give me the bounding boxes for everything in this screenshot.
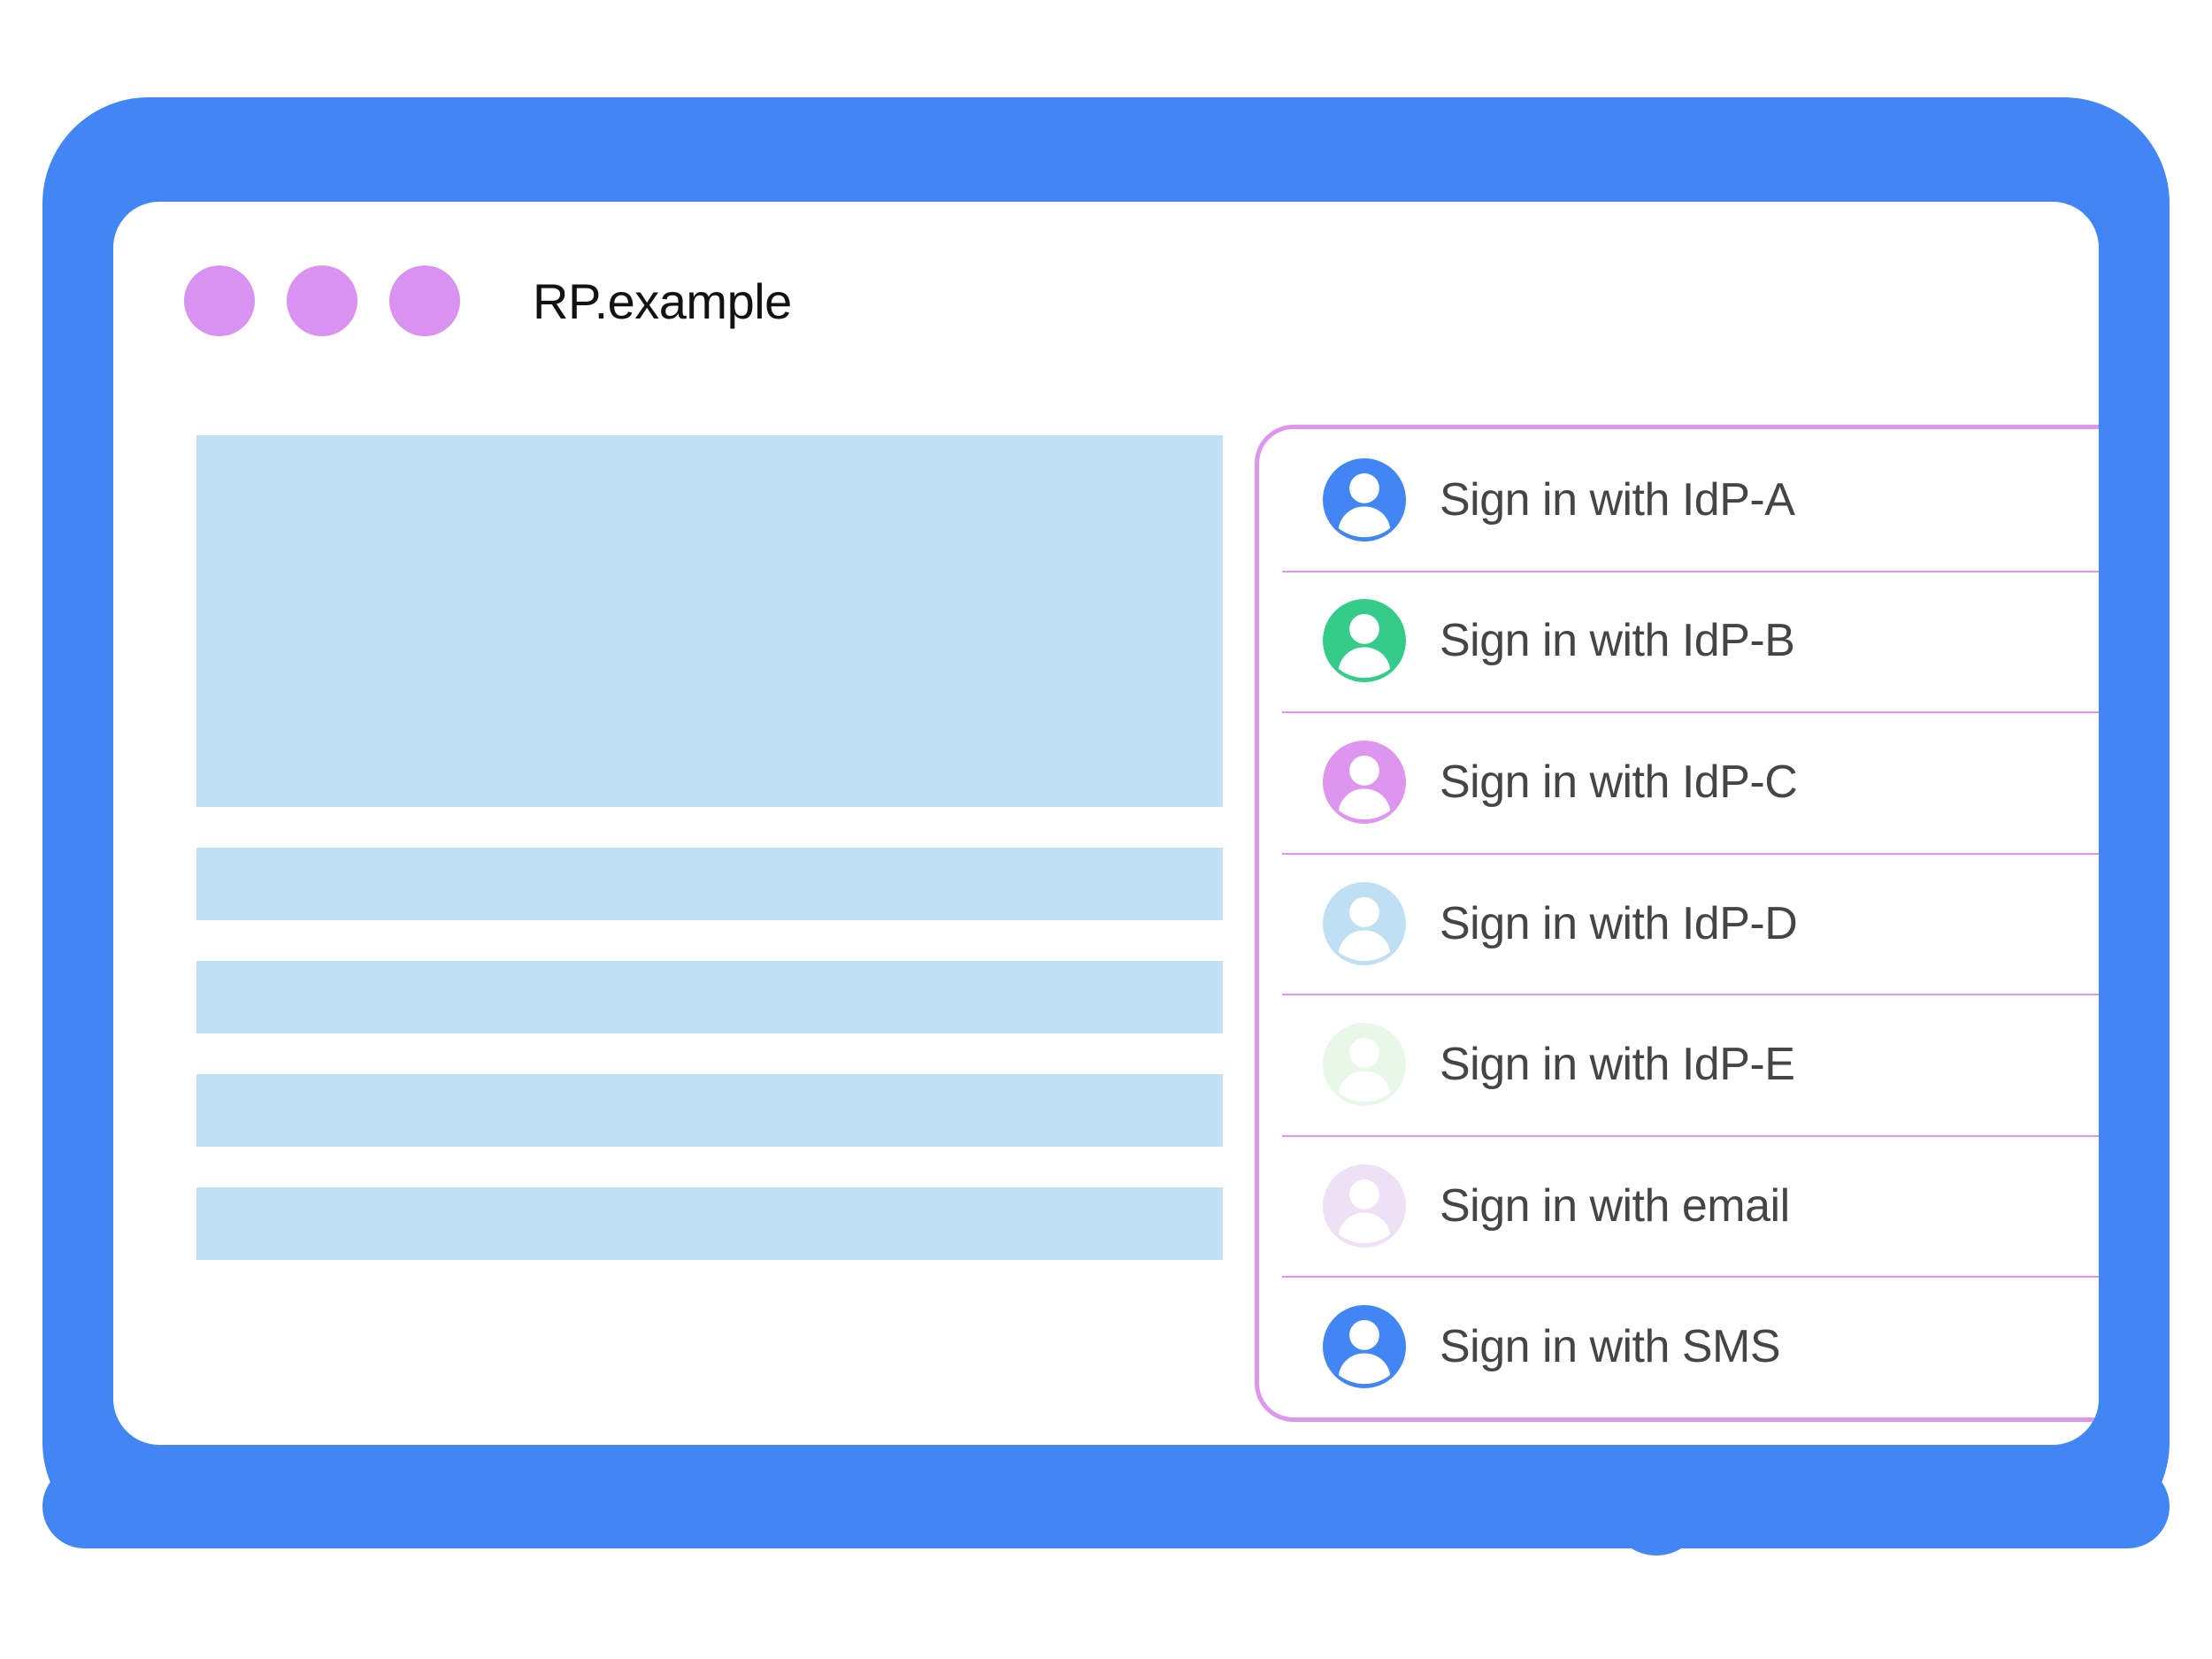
text-block-1 <box>196 848 1223 920</box>
signin-option-label: Sign in with IdP-C <box>1440 756 1798 808</box>
page-title: RP.example <box>533 273 792 329</box>
browser-titlebar: RP.example <box>184 265 792 336</box>
signin-option-label: Sign in with IdP-A <box>1440 473 1795 526</box>
text-block-4 <box>196 1187 1223 1260</box>
device-bottom-bar-left <box>42 1464 1586 1548</box>
signin-option-row[interactable]: Sign in with IdP-D <box>1259 852 2099 995</box>
text-block-2 <box>196 961 1223 1033</box>
signin-option-row[interactable]: Sign in with IdP-C <box>1259 711 2099 853</box>
signin-option-label: Sign in with IdP-E <box>1440 1039 1795 1091</box>
signin-option-label: Sign in with SMS <box>1440 1321 1781 1373</box>
window-dot-1-icon[interactable] <box>184 265 255 336</box>
signin-option-row[interactable]: Sign in with IdP-B <box>1259 570 2099 712</box>
text-block-3 <box>196 1074 1223 1147</box>
account-avatar-icon <box>1323 457 1406 541</box>
signin-options-list: Sign in with IdP-A Sign in with IdP-B Sign… <box>1259 429 2099 1417</box>
account-avatar-icon <box>1323 881 1406 965</box>
hero-block <box>196 435 1223 807</box>
home-button[interactable] <box>1609 1460 1704 1555</box>
page-content-placeholders <box>196 435 1223 1260</box>
signin-option-label: Sign in with IdP-B <box>1440 615 1795 667</box>
account-avatar-icon <box>1323 599 1406 683</box>
signin-option-row[interactable]: Sign in with SMS <box>1259 1276 2099 1417</box>
window-dot-2-icon[interactable] <box>287 265 357 336</box>
account-avatar-icon <box>1323 1305 1406 1389</box>
device-bottom-bar-right <box>1726 1464 2170 1548</box>
signin-option-label: Sign in with IdP-D <box>1440 897 1798 949</box>
signin-option-row[interactable]: Sign in with email <box>1259 1134 2099 1277</box>
signin-option-label: Sign in with email <box>1440 1179 1790 1232</box>
account-chooser-panel: Sign in with IdP-A Sign in with IdP-B Sign… <box>1255 425 2099 1422</box>
signin-option-row[interactable]: Sign in with IdP-A <box>1259 429 2099 571</box>
account-avatar-icon <box>1323 1164 1406 1248</box>
account-avatar-icon <box>1323 740 1406 824</box>
account-avatar-icon <box>1323 1023 1406 1107</box>
signin-option-row[interactable]: Sign in with IdP-E <box>1259 994 2099 1135</box>
window-dot-3-icon[interactable] <box>389 265 460 336</box>
